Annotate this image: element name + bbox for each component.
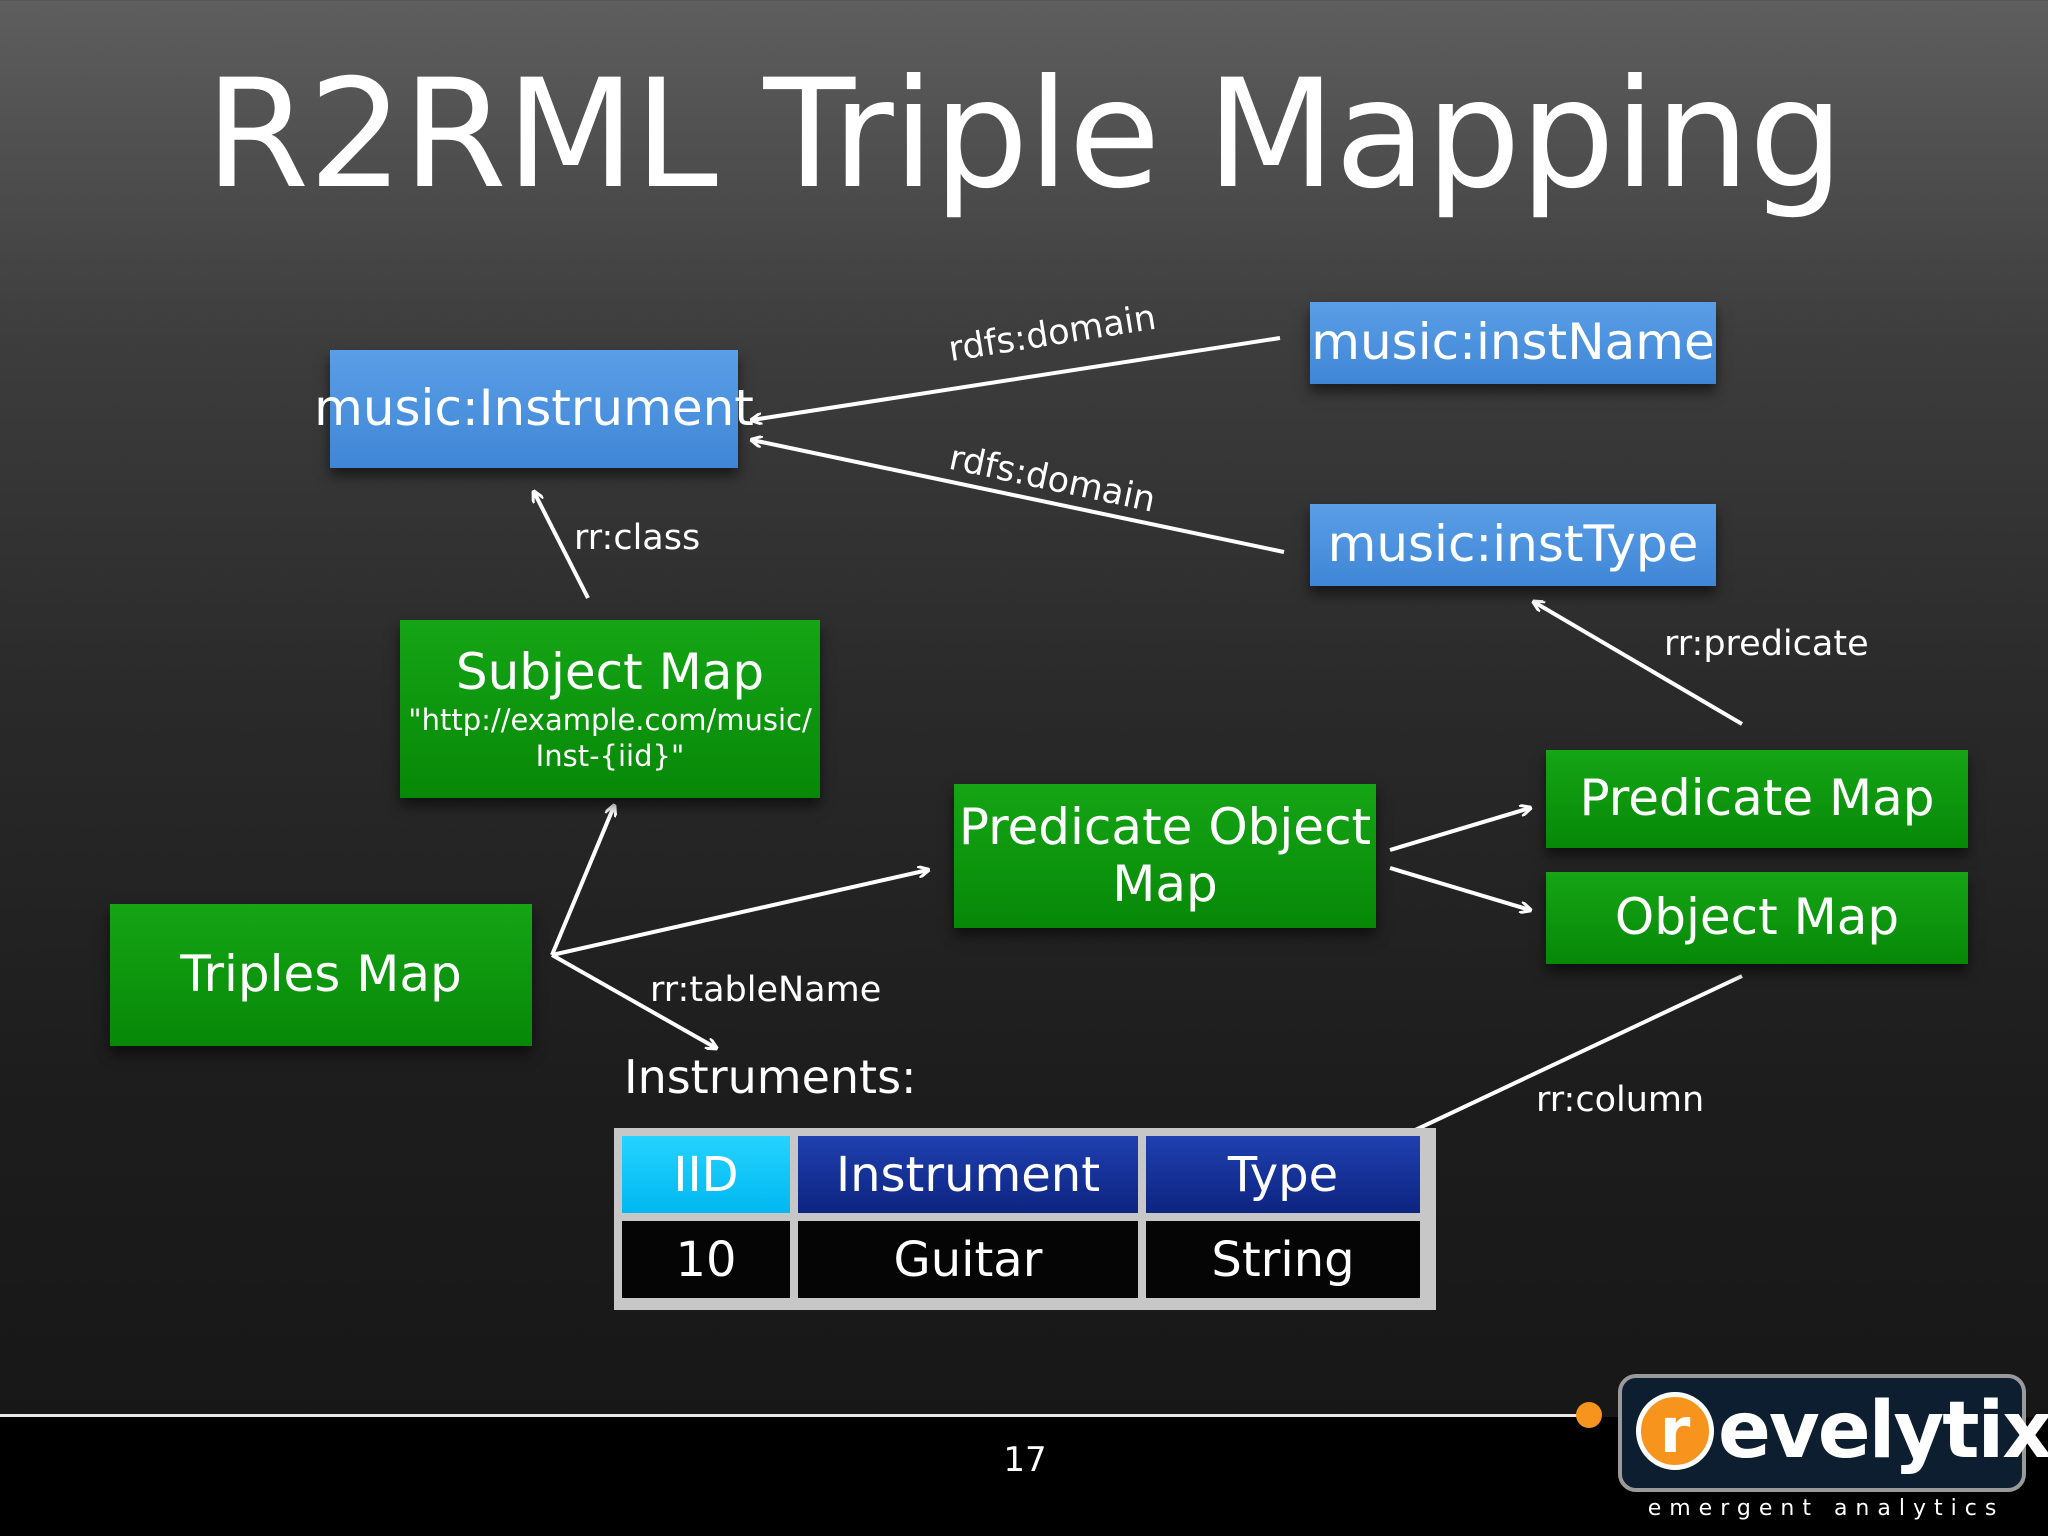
table-cell-iid: 10 (622, 1221, 790, 1298)
rr-tablename-label: rr:tableName (650, 970, 882, 1010)
arrow-triplesmap-to-table (551, 953, 716, 1048)
music-insttype-node: music:instType (1310, 504, 1716, 586)
arrow-pomap-to-predicatemap (1389, 808, 1530, 852)
predicate-object-map-line1: Predicate Object (958, 797, 1372, 856)
arrow-subjectmap-to-instrument (534, 492, 590, 599)
music-instrument-node: music:Instrument (314, 350, 754, 468)
predicate-map-label: Predicate Map (1579, 769, 1935, 828)
rr-column-label: rr:column (1536, 1080, 1705, 1120)
slide-title: R2RML Triple Mapping (204, 48, 1844, 222)
table-header-type: Type (1146, 1136, 1420, 1213)
subject-map-uri-line1: "http://example.com/music/ (408, 702, 812, 737)
music-instname-label: music:instName (1311, 313, 1715, 372)
predicate-object-map-line2: Map (1112, 855, 1218, 913)
object-map-node: Object Map (1546, 872, 1968, 964)
subject-map-uri-line2: Inst-{iid}" (535, 738, 685, 773)
arrow-triplesmap-to-pomap (551, 870, 928, 957)
table-header-iid: IID (622, 1136, 790, 1213)
logo-r-mark: r (1636, 1392, 1714, 1470)
page-number: 17 (1003, 1440, 1047, 1480)
table-title: Instruments: (624, 1050, 917, 1104)
arrow-triplesmap-to-subjectmap (550, 806, 614, 956)
instruments-table: IID Instrument Type 10 Guitar String (614, 1128, 1436, 1310)
footer-divider (0, 1414, 1600, 1417)
arrow-objectmap-to-type-column (1360, 974, 1743, 1156)
table-header-instrument: Instrument (798, 1136, 1138, 1213)
predicate-map-node: Predicate Map (1546, 750, 1968, 848)
subject-map-node: Subject Map "http://example.com/music/ I… (400, 620, 820, 798)
music-instrument-label: music:Instrument (314, 379, 754, 438)
subject-map-label: Subject Map (455, 643, 765, 701)
arrow-pomap-to-objectmap (1389, 866, 1530, 910)
rr-predicate-label: rr:predicate (1664, 624, 1869, 664)
triples-map-node: Triples Map (110, 904, 532, 1046)
arrow-instname-to-instrument (752, 336, 1281, 420)
logo-tagline: emergent analytics (1647, 1496, 2005, 1521)
table-cell-type: String (1146, 1221, 1420, 1298)
predicate-object-map-node: Predicate Object Map (954, 784, 1376, 928)
table-cell-instrument: Guitar (798, 1221, 1138, 1298)
arrow-predicatemap-to-insttype (1534, 602, 1744, 726)
music-insttype-label: music:instType (1327, 515, 1699, 574)
logo-accent-dot (1576, 1402, 1602, 1428)
arrow-insttype-to-instrument (752, 440, 1285, 554)
logo-wordmark: evelytix (1718, 1386, 2048, 1476)
object-map-label: Object Map (1614, 888, 1900, 947)
triples-map-label: Triples Map (180, 945, 462, 1004)
rr-class-label: rr:class (574, 518, 701, 558)
music-instname-node: music:instName (1310, 302, 1716, 384)
